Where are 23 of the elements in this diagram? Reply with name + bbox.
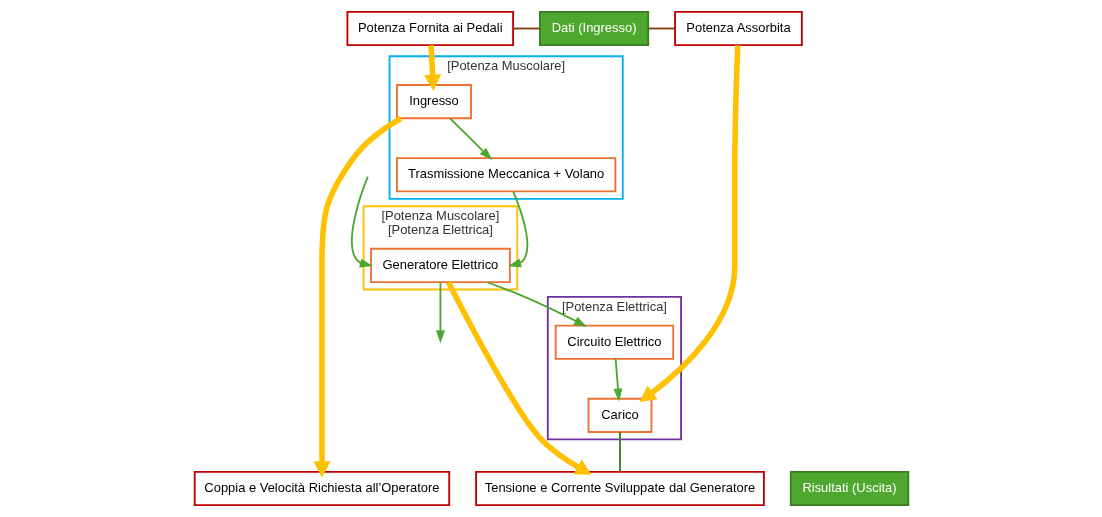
connector [647,27,676,30]
node-box: Trasmissione Meccanica + Volano [395,157,616,193]
arrow [350,175,373,268]
arrow [639,45,741,403]
node-box: Circuito Elettrico [554,324,674,360]
node-box: Generatore Elettrico [369,247,511,284]
node-box: Ingresso [395,84,472,120]
arrow [435,281,445,344]
connector [618,431,621,473]
node-box: Potenza Assorbita [673,10,803,47]
arrow [612,358,622,402]
node-box: Coppia e Velocità Richiesta all’Operatore [193,470,450,507]
connector [511,27,541,30]
node-box: Tensione e Corrente Sviluppate dal Generatore [474,470,765,507]
arrow [448,117,492,160]
node-box: Potenza Fornita ai Pedali [346,10,514,47]
arrow [485,281,587,327]
arrow [445,281,592,475]
node-box: Carico [587,397,652,433]
node-box: Risultati (Uscita) [789,470,909,507]
arrow [313,116,402,478]
arrow [423,45,441,91]
node-box: Dati (Ingresso) [538,10,649,47]
